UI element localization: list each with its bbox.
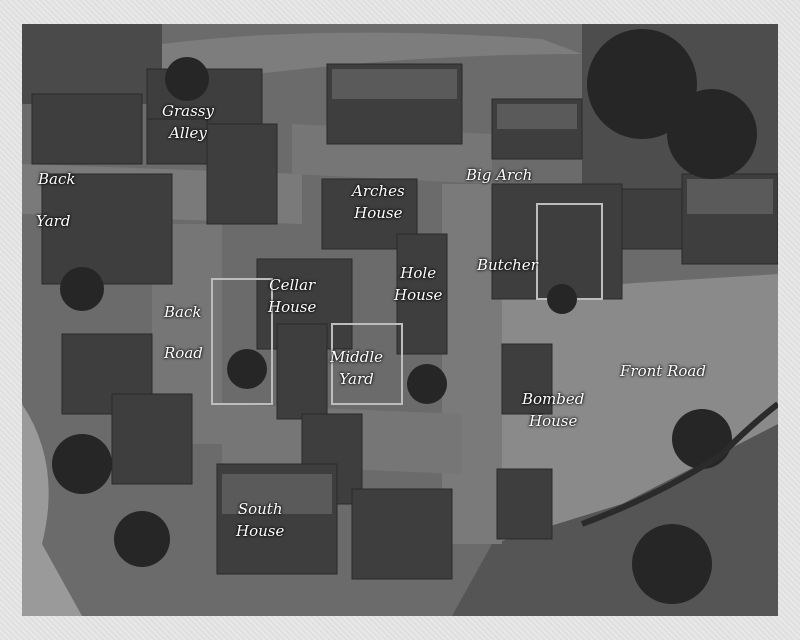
label-big-arch: Big Arch xyxy=(466,166,533,184)
label-back-yard-bottom: Yard xyxy=(36,212,71,230)
label-back-yard-top: Back xyxy=(38,170,76,188)
label-back-road-bottom: Road xyxy=(164,344,203,362)
label-butcher: Butcher xyxy=(477,256,538,274)
map-terrain xyxy=(22,24,778,616)
label-back-road-top: Back xyxy=(164,303,202,321)
label-front-road: Front Road xyxy=(620,362,706,380)
